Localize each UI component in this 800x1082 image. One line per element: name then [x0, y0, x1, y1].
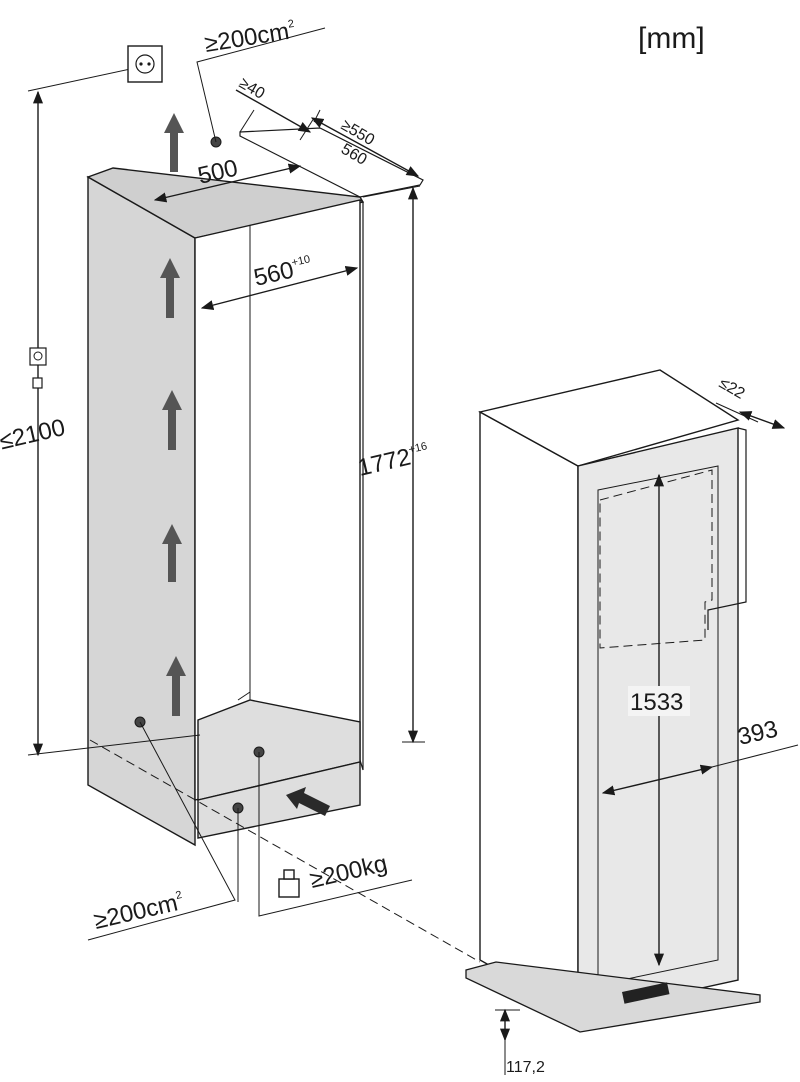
installation-niche: [86, 113, 424, 847]
units-label: [mm]: [638, 22, 705, 55]
plug-icon: [32, 377, 43, 398]
svg-text:1772+16: 1772+16: [355, 439, 431, 482]
appliance-top: [478, 369, 740, 467]
push-arrow-icon: [286, 787, 330, 816]
dimension-depth: ≥550 560: [310, 109, 420, 177]
ventilation-arrow-icon: [162, 524, 182, 582]
vent-top-sup: 2: [287, 18, 295, 31]
dimension-niche-height: 1772+16: [355, 185, 431, 744]
appliance-plinth: [465, 961, 761, 1033]
niche-floor: [197, 699, 361, 801]
appliance: [465, 369, 761, 1033]
ventilation-arrow-icon: [160, 258, 180, 318]
niche-height-label: 1772: [355, 444, 413, 482]
svg-text:≥200cm2: ≥200cm2: [91, 888, 186, 935]
power-socket-icon: [127, 45, 163, 83]
ventilation-arrow-icon: [162, 390, 182, 450]
total-height-label: ≤2100: [0, 414, 68, 455]
power-socket-icon: [29, 347, 47, 366]
control-panel: [622, 982, 670, 1004]
ventilation-arrows: [160, 113, 186, 716]
dimension-vent-top: ≥200cm2: [196, 17, 326, 143]
door-width-label: 393: [735, 716, 780, 751]
niche-height-sup: +16: [408, 440, 429, 456]
ventilation-arrow-icon: [166, 656, 186, 716]
dimension-door-height: 1533: [628, 473, 690, 967]
svg-text:≥200cm2: ≥200cm2: [203, 17, 297, 58]
vent-bottom-sup: 2: [175, 889, 184, 902]
appliance-door: [577, 427, 739, 1016]
dimension-plinth-height: 117,2: [495, 1008, 545, 1076]
ventilation-arrow-icon: [164, 113, 184, 172]
vent-bottom-label: ≥200cm: [91, 889, 180, 934]
door-gap-label: ≤22: [716, 375, 748, 403]
weight-icon: [278, 869, 300, 898]
door-height-label: 1533: [630, 689, 683, 716]
appliance-body: [479, 410, 579, 1017]
plinth-height-label: 117,2: [506, 1059, 545, 1076]
vent-top-label: ≥200cm: [203, 18, 291, 58]
power-socket-top: [27, 45, 163, 92]
inner-width-sup: +10: [291, 253, 312, 269]
